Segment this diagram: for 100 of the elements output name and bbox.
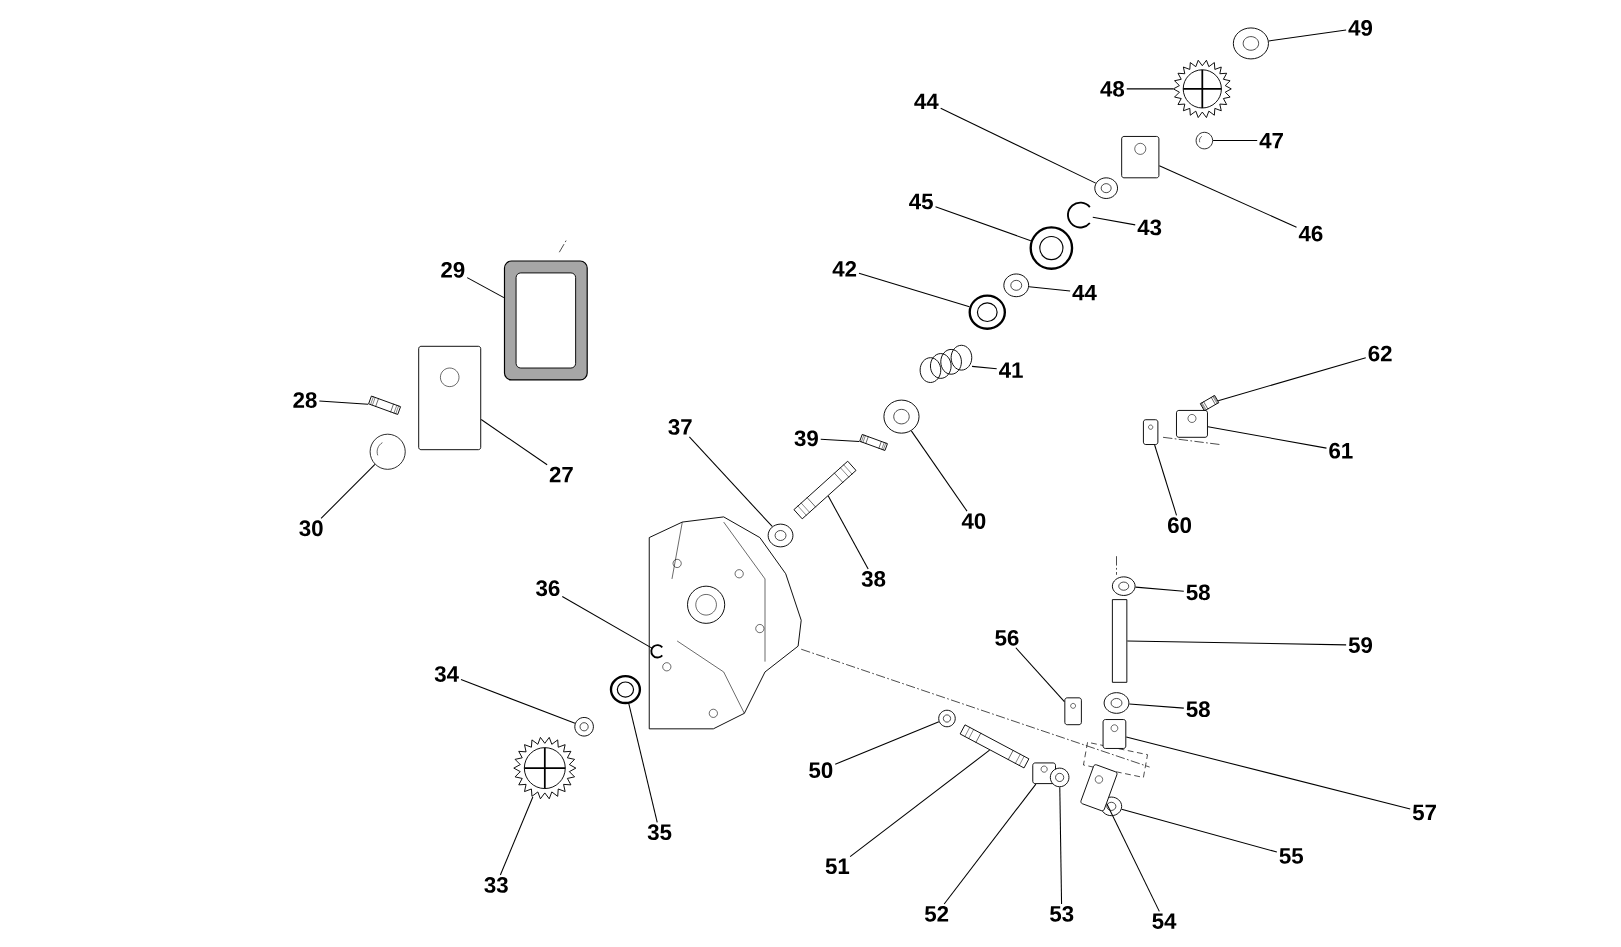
fitting-drawing: [1064, 697, 1082, 726]
leader-line: [1212, 140, 1258, 142]
rod-drawing: [1111, 599, 1128, 683]
nut-drawing: [574, 717, 594, 737]
spring-drawing: [919, 344, 973, 383]
callout-number: 44: [1072, 284, 1097, 301]
callout-number: 33: [484, 877, 508, 893]
leader-line: [849, 749, 991, 858]
callout-number: 45: [909, 193, 933, 210]
bearing-drawing: [968, 294, 1006, 330]
bush-drawing: [1111, 576, 1136, 596]
leader-line: [858, 272, 970, 308]
clip-drawing: [650, 644, 664, 659]
leader-line: [834, 721, 940, 765]
callout-number: 62: [1368, 345, 1392, 362]
leader-line: [1125, 736, 1411, 810]
leader-line: [1126, 640, 1347, 646]
callout-number: 34: [434, 666, 459, 682]
leader-line: [480, 419, 548, 466]
leader-line: [628, 703, 658, 823]
shaft-drawing: [959, 724, 1030, 769]
leader-line: [1217, 357, 1367, 402]
callout-number: 44: [914, 93, 939, 109]
fork-drawing: [1102, 719, 1127, 749]
seal-drawing: [1029, 226, 1074, 270]
gear-drawing: [1172, 59, 1232, 119]
callout-number: 58: [1186, 701, 1210, 718]
callout-number: 39: [794, 430, 818, 447]
leader-line: [561, 596, 653, 649]
callout-number: 48: [1100, 81, 1125, 97]
leader-line: [318, 400, 369, 405]
callout-number: 52: [924, 906, 949, 922]
leader-line: [1015, 647, 1065, 703]
pin-drawing: [859, 434, 888, 451]
callout-number: 42: [832, 261, 857, 277]
leader-line: [1092, 216, 1136, 226]
cap-drawing: [369, 433, 406, 470]
leader-line: [1135, 586, 1185, 592]
callout-number: 54: [1152, 913, 1177, 929]
leader-line: [1059, 786, 1063, 905]
leader-line: [935, 206, 1032, 242]
callout-number: 50: [809, 762, 833, 779]
callout-number: 41: [999, 362, 1023, 378]
leader-line: [1121, 808, 1278, 853]
callout-number: 27: [549, 466, 573, 483]
bush-drawing: [1103, 692, 1130, 714]
leader-line: [320, 463, 376, 519]
washer-drawing: [1232, 27, 1269, 60]
leader-line: [499, 796, 534, 876]
gasket-drawing: [503, 260, 588, 381]
circlip-drawing: [1067, 201, 1091, 229]
bushing-drawing: [1121, 136, 1160, 179]
bearing-drawing: [609, 674, 642, 705]
leader-line: [1028, 286, 1071, 292]
washer-drawing: [767, 523, 794, 548]
callout-number: 58: [1186, 584, 1210, 601]
leader-line: [943, 783, 1037, 905]
washer-drawing: [1094, 177, 1118, 199]
leader-line: [688, 436, 773, 528]
lever-drawing: [1176, 409, 1208, 438]
bush-drawing: [938, 709, 956, 728]
leader-line: [1128, 703, 1185, 709]
screw-drawing: [368, 395, 402, 415]
bracket-drawing: [1142, 419, 1159, 445]
callout-number: 28: [293, 392, 317, 408]
callout-number: 53: [1050, 906, 1074, 922]
leader-line: [1154, 444, 1178, 516]
callout-number: 59: [1348, 637, 1373, 653]
leader-line: [1126, 88, 1174, 90]
callout-number: 29: [441, 261, 465, 278]
callout-number: 60: [1168, 517, 1192, 534]
pin-drawing: [1199, 395, 1220, 412]
leader-line: [1207, 426, 1327, 449]
callout-number: 61: [1329, 442, 1353, 459]
cover-drawing: [418, 345, 482, 451]
callout-number: 55: [1279, 848, 1303, 864]
leader-line: [820, 438, 860, 443]
leader-line: [971, 365, 998, 370]
callout-number: 36: [536, 580, 560, 597]
callout-number: 51: [825, 858, 850, 875]
washer-drawing: [883, 399, 920, 434]
leader-line: [1158, 165, 1298, 228]
leader-line: [910, 430, 968, 512]
callout-number: 40: [961, 513, 986, 529]
callout-number: 30: [299, 520, 323, 537]
shaft-drawing: [793, 460, 857, 520]
callout-number: 35: [647, 824, 672, 841]
leader-line: [1106, 803, 1160, 912]
leader-line: [827, 495, 869, 570]
leader-line: [460, 679, 576, 724]
callout-number: 46: [1298, 225, 1323, 242]
impeller-drawing: [513, 736, 577, 800]
callout-number: 56: [995, 630, 1019, 646]
callout-number: 47: [1259, 132, 1283, 149]
callout-number: 38: [861, 571, 886, 587]
plate-drawing: [1080, 764, 1118, 812]
leader-line: [940, 107, 1097, 184]
callout-number: 57: [1412, 804, 1436, 821]
leader-line: [466, 277, 505, 299]
washer-drawing: [1049, 767, 1070, 788]
